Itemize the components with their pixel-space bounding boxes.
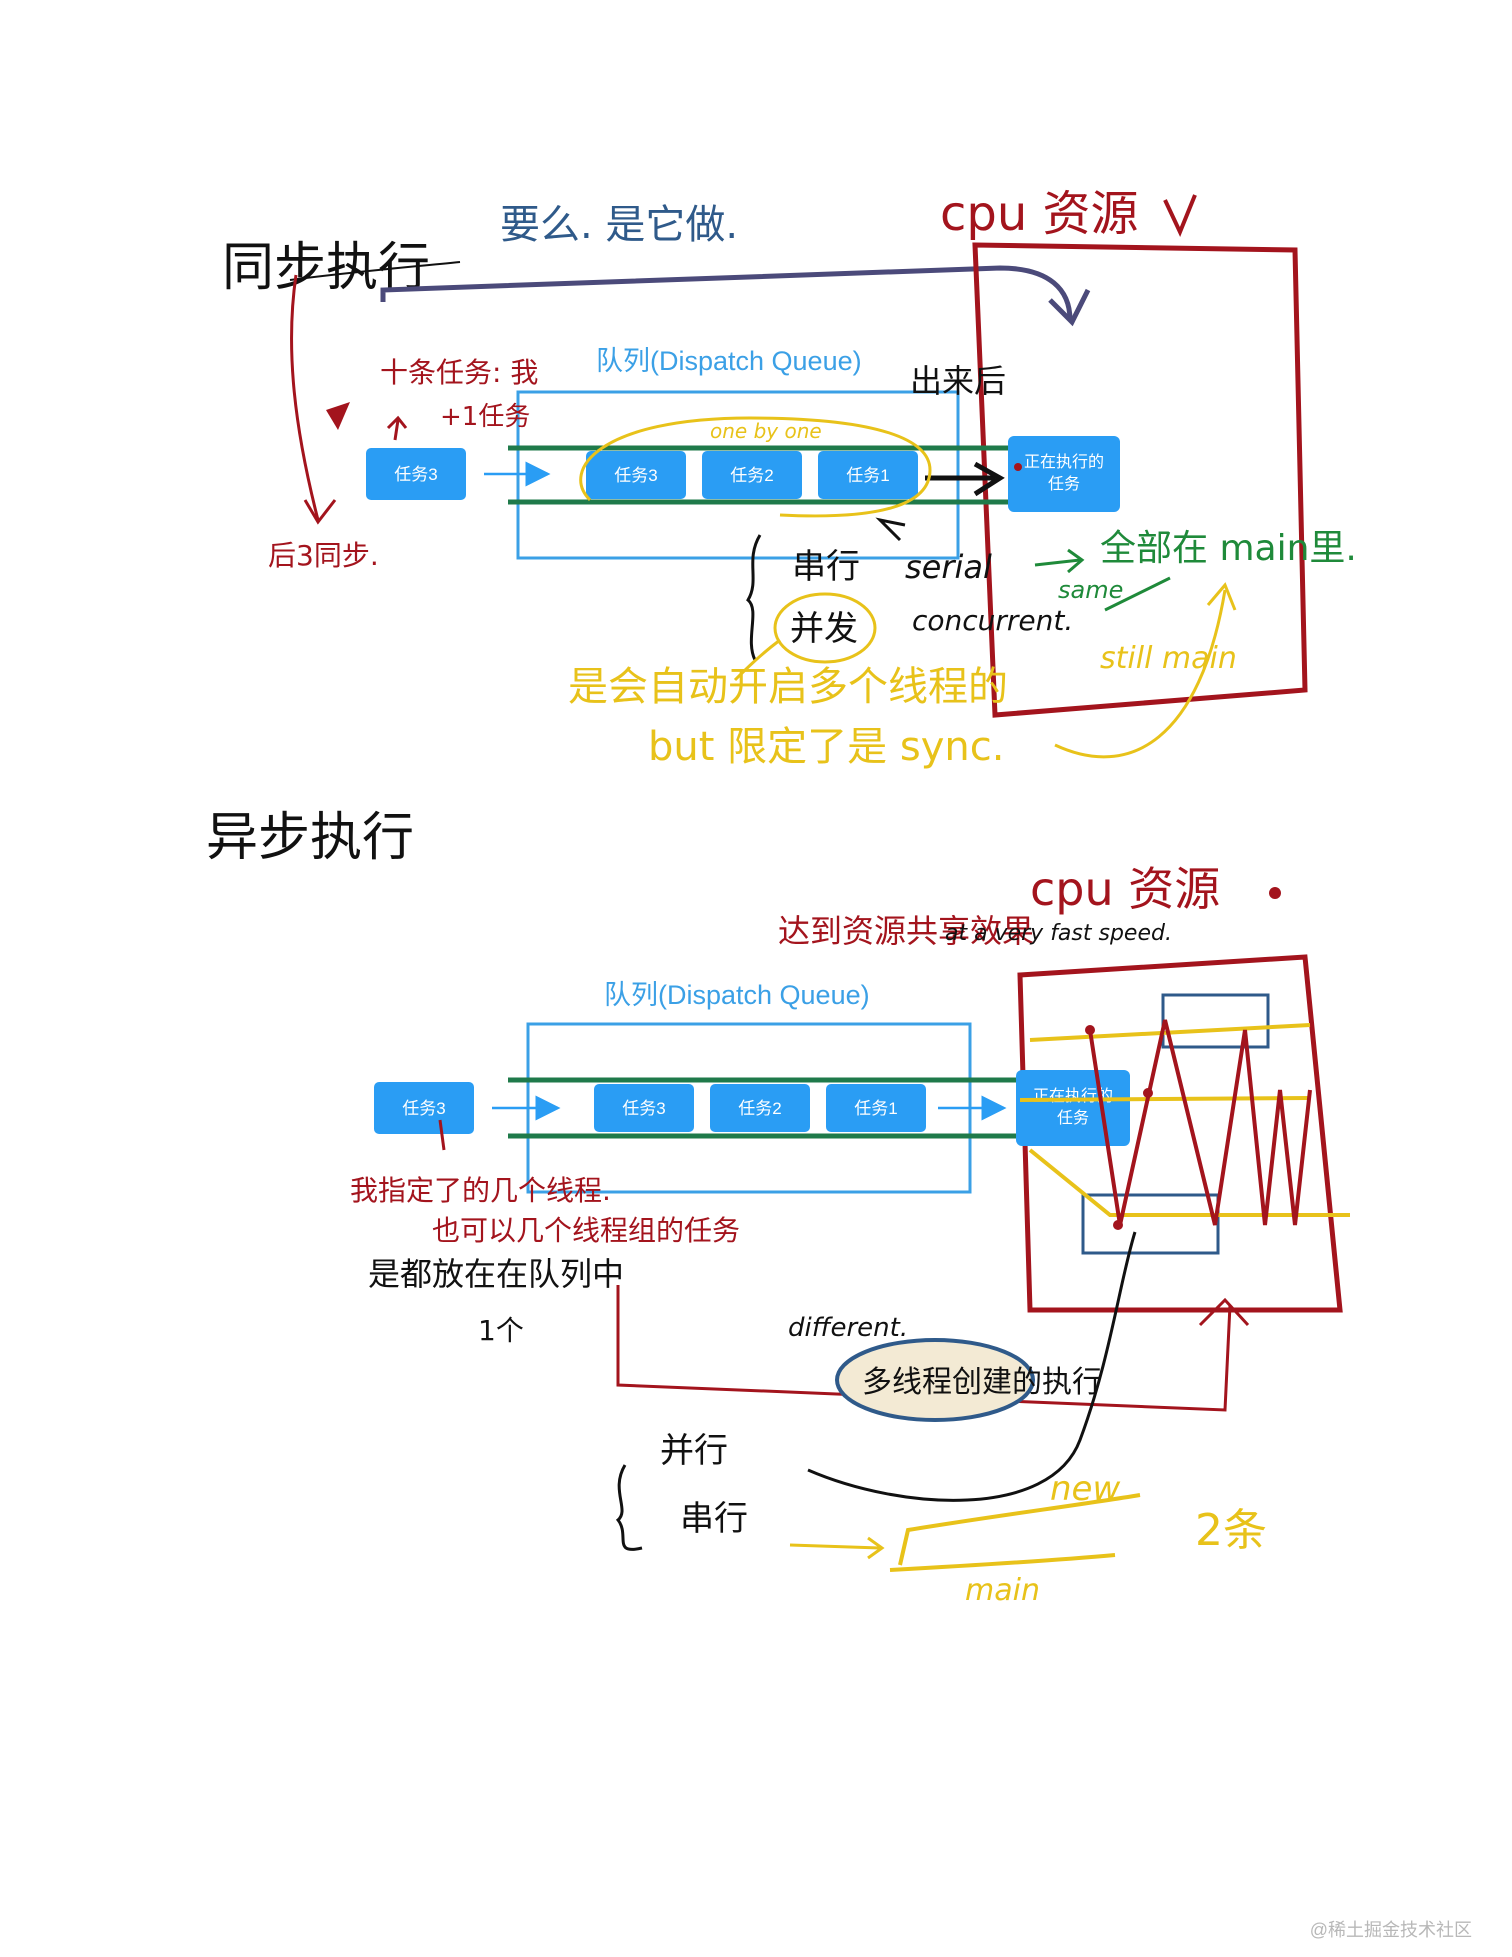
serial-cn-label: 串行 — [792, 547, 860, 587]
sync-incoming-task-label: 任务3 — [394, 465, 437, 484]
async-cpu-note: 达到资源共享效果 — [778, 912, 1034, 950]
out-after-label: 出来后 — [910, 362, 1006, 400]
purple-arrow — [380, 265, 1073, 321]
sync-queue-task — [586, 451, 686, 499]
gold-curve — [1054, 589, 1227, 759]
sync-queue-title: 队列(Dispatch Queue) — [596, 346, 862, 376]
different-label: different. — [788, 1313, 908, 1343]
async-queue-task — [710, 1084, 810, 1132]
sync-running-task-label: 正在执行的任务 — [1024, 453, 1104, 493]
all-in-main-label: 全部在 main里. — [1100, 528, 1357, 569]
sync-note-blue: 要么. 是它做. — [500, 202, 738, 248]
black-connector — [807, 1231, 1137, 1502]
heading-underline — [289, 261, 461, 281]
async-red-note-1: 我指定了的几个线程. — [350, 1174, 611, 1207]
context-switch-zigzag — [1088, 1019, 1312, 1226]
thread-line — [1028, 1148, 1350, 1217]
multi-thread-ellipse — [835, 1338, 1035, 1422]
async-running-task — [1016, 1070, 1130, 1146]
async-incoming-task — [374, 1082, 474, 1134]
but-sync-label: but 限定了是 sync. — [648, 724, 1004, 770]
async-queue-task — [594, 1084, 694, 1132]
sync-queue-task-label: 任务3 — [614, 466, 657, 485]
sync-note-plus: +1任务 — [440, 402, 530, 432]
sync-incoming-task — [366, 448, 466, 500]
async-cpu-label: cpu 资源 — [1030, 862, 1220, 916]
same-label: same — [1058, 576, 1123, 604]
sync-note-later: 后3同步. — [268, 539, 379, 572]
async-section: 异步执行 cpu 资源 达到资源共享效果 at a very fast spee… — [206, 808, 1350, 1608]
red-lead-line — [290, 274, 320, 521]
sync-queue-task — [702, 451, 802, 499]
sync-note-wait: 十条任务: 我 — [380, 356, 538, 389]
one-by-one-loop — [579, 416, 932, 518]
sync-queue-task-label: 任务1 — [846, 466, 889, 485]
async-serial-label: 串行 — [680, 1499, 748, 1539]
cpu-resource-box — [972, 242, 1308, 718]
async-queue-task-label: 任务1 — [854, 1099, 897, 1118]
new-line — [898, 1493, 1141, 1566]
sync-running-task — [1008, 436, 1120, 512]
sync-queue-task — [818, 451, 918, 499]
brace — [615, 1464, 643, 1551]
async-queue-task — [826, 1084, 926, 1132]
watermark: @稀土掘金技术社区 — [1309, 1920, 1472, 1940]
thread-line — [1019, 1096, 1311, 1102]
concurrent-en-label: concurrent. — [912, 604, 1073, 637]
concurrent-circle — [773, 592, 877, 664]
async-black-note-1: 是都放在在队列中 — [368, 1255, 624, 1293]
thread-box — [1161, 993, 1270, 1049]
async-black-note-2: 1个 — [478, 1314, 524, 1347]
async-queue-task-label: 任务2 — [738, 1099, 781, 1118]
async-red-note-2: 也可以几个线程组的任务 — [432, 1214, 740, 1247]
async-queue-title: 队列(Dispatch Queue) — [604, 980, 870, 1010]
brace — [746, 534, 762, 661]
fast-speed-label: at a very fast speed. — [945, 921, 1172, 946]
sync-queue-task-label: 任务2 — [730, 466, 773, 485]
sync-section: 同步执行 要么. 是它做. cpu 资源 队列(Dispatch Queue) … — [222, 186, 1357, 770]
async-queue-task-label: 任务3 — [622, 1099, 665, 1118]
main-line — [889, 1553, 1116, 1572]
two-lines-label: 2条 — [1195, 1505, 1267, 1556]
new-label: new — [1050, 1469, 1120, 1509]
thread-box — [1081, 1193, 1220, 1255]
multi-thread-label: 多线程创建的执行 — [862, 1365, 1102, 1400]
serial-en-label: serial — [905, 548, 992, 586]
async-concurrent-label: 并行 — [660, 1431, 728, 1471]
concurrent-cn-label: 并发 — [790, 609, 858, 649]
async-cpu-box — [1017, 954, 1343, 1313]
auto-threads-label: 是会自动开启多个线程的 — [568, 664, 1008, 710]
sync-cpu-label: cpu 资源 — [940, 186, 1139, 242]
one-by-one-label: one by one — [710, 419, 822, 443]
main-label: main — [965, 1573, 1040, 1608]
async-heading: 异步执行 — [206, 808, 414, 868]
still-main-label: still main — [1100, 641, 1237, 676]
async-incoming-task-label: 任务3 — [402, 1099, 445, 1118]
